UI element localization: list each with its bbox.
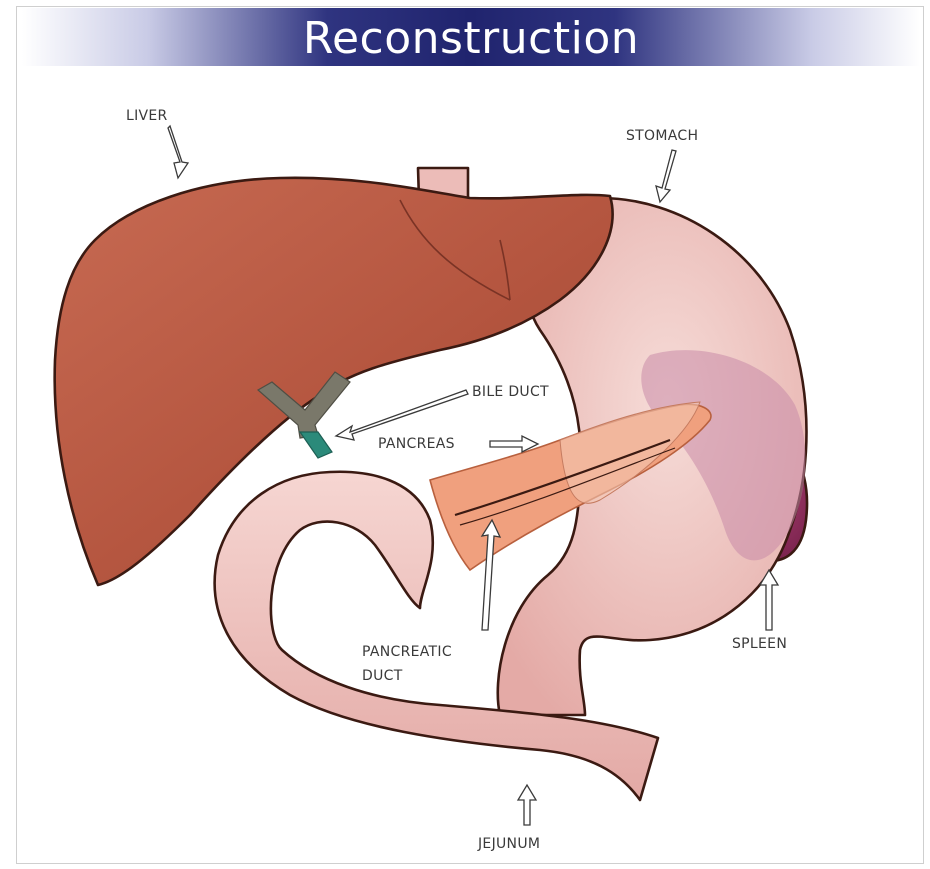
stomach-label: STOMACH	[626, 128, 698, 144]
pancreatic-duct-label-line1: PANCREATIC	[362, 644, 452, 660]
stomach-arrow	[656, 150, 676, 202]
liver-arrow	[168, 126, 188, 178]
jejunum-arrow	[518, 785, 536, 825]
pancreatic-duct-label-line2: DUCT	[362, 668, 403, 684]
jejunum-label: JEJUNUM	[477, 836, 540, 852]
spleen-label: SPLEEN	[732, 636, 787, 652]
pancreas-label: PANCREAS	[378, 436, 455, 452]
bile-duct-tube	[300, 432, 332, 458]
liver-label: LIVER	[126, 108, 168, 124]
bile-duct-arrow	[336, 390, 468, 440]
bile-duct-label: BILE DUCT	[472, 384, 549, 400]
